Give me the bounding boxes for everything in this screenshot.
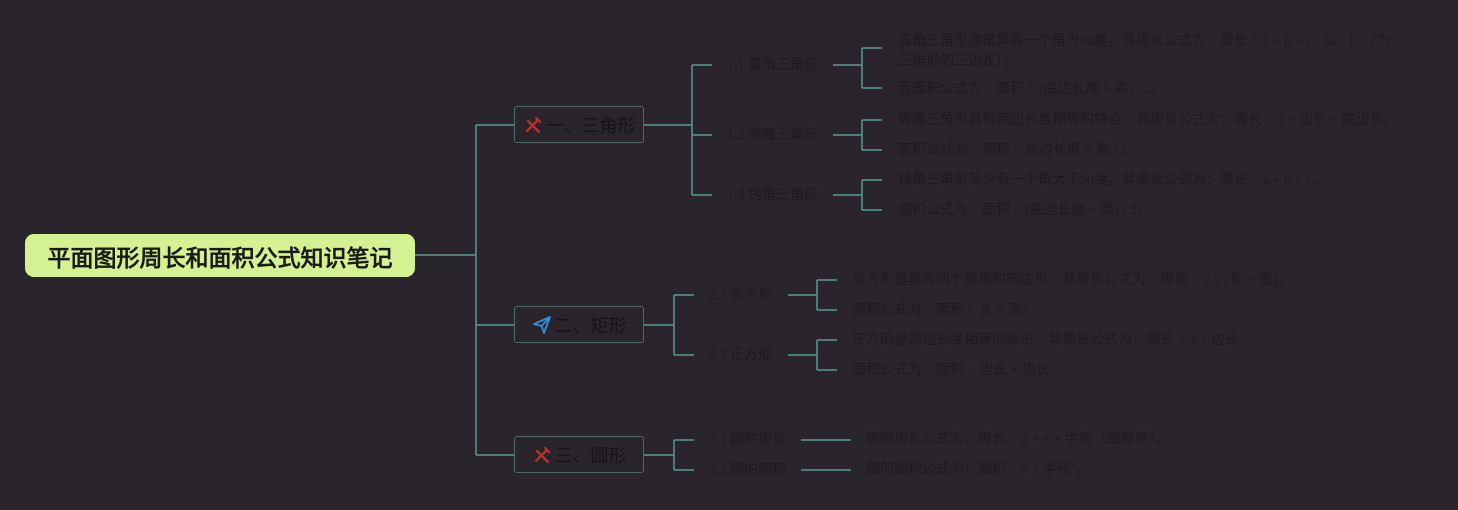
pencil-ruler-icon xyxy=(532,445,552,465)
connector-sub-2-1 xyxy=(788,279,837,311)
note-circle-perimeter[interactable]: 圆的周长公式为：周长 = 2 × π × 半径（或直径）。 xyxy=(866,432,1170,447)
connector-sub-1-2 xyxy=(833,119,882,151)
subtopic-rectangle[interactable]: 2.1 长方形 xyxy=(709,288,772,303)
note-square-perimeter[interactable]: 正方形是四边长度相等的矩形。其周长公式为：周长 = 4 × 边长。 xyxy=(852,333,1253,348)
connector-sub-1-1 xyxy=(833,47,882,89)
note-rectangle-perimeter[interactable]: 长方形是具有四个直角的四边形。其周长公式为：周长 = 2 × (长 + 宽)。 xyxy=(852,273,1292,288)
note-square-area[interactable]: 面积公式为：面积 = 边长 × 边长。 xyxy=(852,363,1064,378)
subtopic-isosceles-triangle[interactable]: 1.2 等腰三角形 xyxy=(727,128,818,143)
note-isosceles-perimeter[interactable]: 等腰三角形具有两边长度相等的特点。其周长公式为：周长 = 2 × 边长 + 底边… xyxy=(898,113,1398,128)
connector-branch-2 xyxy=(644,294,694,356)
branch-circle[interactable]: 三、圆形 xyxy=(514,436,644,473)
note-isosceles-area[interactable]: 面积公式为：面积 = 底边长度 × 高 / 2。 xyxy=(898,143,1142,158)
subtopic-square[interactable]: 2.2 正方形 xyxy=(709,348,772,363)
branch-rectangle[interactable]: 二、矩形 xyxy=(514,306,644,343)
subtopic-circle-perimeter[interactable]: 3.1 圆的周长 xyxy=(709,433,786,448)
note-obtuse-perimeter[interactable]: 钝角三角形至少有一个角大于90度。其周长公式为：周长 = a + b + c。 xyxy=(898,173,1327,188)
connector-sub-1-3 xyxy=(833,179,882,211)
branch-label: 二、矩形 xyxy=(554,315,627,337)
subtopic-circle-area[interactable]: 3.2 圆的面积 xyxy=(709,463,786,478)
pencil-ruler-icon xyxy=(523,115,543,135)
note-rectangle-area[interactable]: 面积公式为：面积 = 长 × 宽。 xyxy=(852,303,1036,318)
connector-branch-3 xyxy=(644,439,694,471)
note-right-triangle-area[interactable]: 而面积公式为：面积 = (底边长度 × 高) / 2。 xyxy=(898,82,1166,97)
subtopic-obtuse-triangle[interactable]: 1.3 钝角三角形 xyxy=(727,188,818,203)
root-topic[interactable]: 平面图形周长和面积公式知识笔记 xyxy=(25,234,415,277)
paper-plane-icon xyxy=(532,315,552,335)
note-circle-area[interactable]: 圆的面积公式为：面积 = π × 半径²。 xyxy=(866,462,1090,477)
branch-label: 三、圆形 xyxy=(554,445,627,467)
note-obtuse-area[interactable]: 面积公式为：面积 = (底边长度 × 高) / 2。 xyxy=(898,203,1152,218)
connector-branch-1 xyxy=(644,64,712,196)
branch-label: 一、三角形 xyxy=(545,115,636,137)
connector-root xyxy=(415,124,514,456)
note-right-triangle-perimeter[interactable]: 直角三角形通常具有一个角为90度。其周长公式为：周长 = a + b + c （… xyxy=(898,34,1392,69)
subtopic-right-triangle[interactable]: 1.1 直角三角形 xyxy=(727,58,818,73)
connector-sub-2-2 xyxy=(788,339,837,371)
branch-triangle[interactable]: 一、三角形 xyxy=(514,106,644,143)
